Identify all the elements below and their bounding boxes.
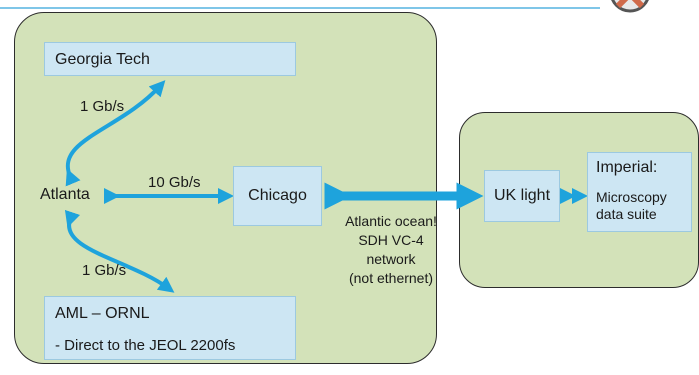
node-imperial-title: Imperial:	[596, 159, 658, 176]
node-imperial-detail-2: data suite	[596, 206, 657, 222]
node-aml-ornl: AML – ORNL - Direct to the JEOL 2200fs	[44, 296, 296, 360]
node-georgia-tech-label: Georgia Tech	[55, 51, 150, 68]
arrow-atlanta-georgia	[65, 80, 166, 187]
node-aml-detail: - Direct to the JEOL 2200fs	[55, 337, 236, 354]
node-georgia-tech: Georgia Tech	[44, 42, 296, 76]
node-aml-title: AML – ORNL	[55, 305, 150, 322]
node-chicago: Chicago	[233, 166, 322, 226]
logo-icon	[611, 0, 649, 13]
link-label-chicago: 10 Gb/s	[148, 174, 201, 191]
top-rule	[0, 7, 600, 9]
link-label-georgia: 1 Gb/s	[80, 98, 125, 115]
node-uk-light-label: UK light	[493, 187, 551, 204]
node-uk-light: UK light	[484, 170, 560, 222]
node-imperial: Imperial: Microscopy data suite	[587, 152, 692, 232]
arrow-atlanta-aml	[64, 209, 175, 293]
ocean-line-1: Atlantic ocean!	[345, 213, 437, 229]
node-chicago-label: Chicago	[248, 187, 307, 204]
link-label-aml: 1 Gb/s	[82, 262, 127, 279]
node-imperial-detail-1: Microscopy	[596, 189, 667, 205]
node-atlanta: Atlanta	[40, 186, 90, 203]
ocean-line-2: SDH VC-4	[358, 232, 424, 248]
ocean-line-3: network	[366, 251, 416, 267]
ocean-link-label: Atlantic ocean! SDH VC-4 network (not et…	[336, 212, 446, 288]
ocean-line-4: (not ethernet)	[348, 270, 434, 286]
